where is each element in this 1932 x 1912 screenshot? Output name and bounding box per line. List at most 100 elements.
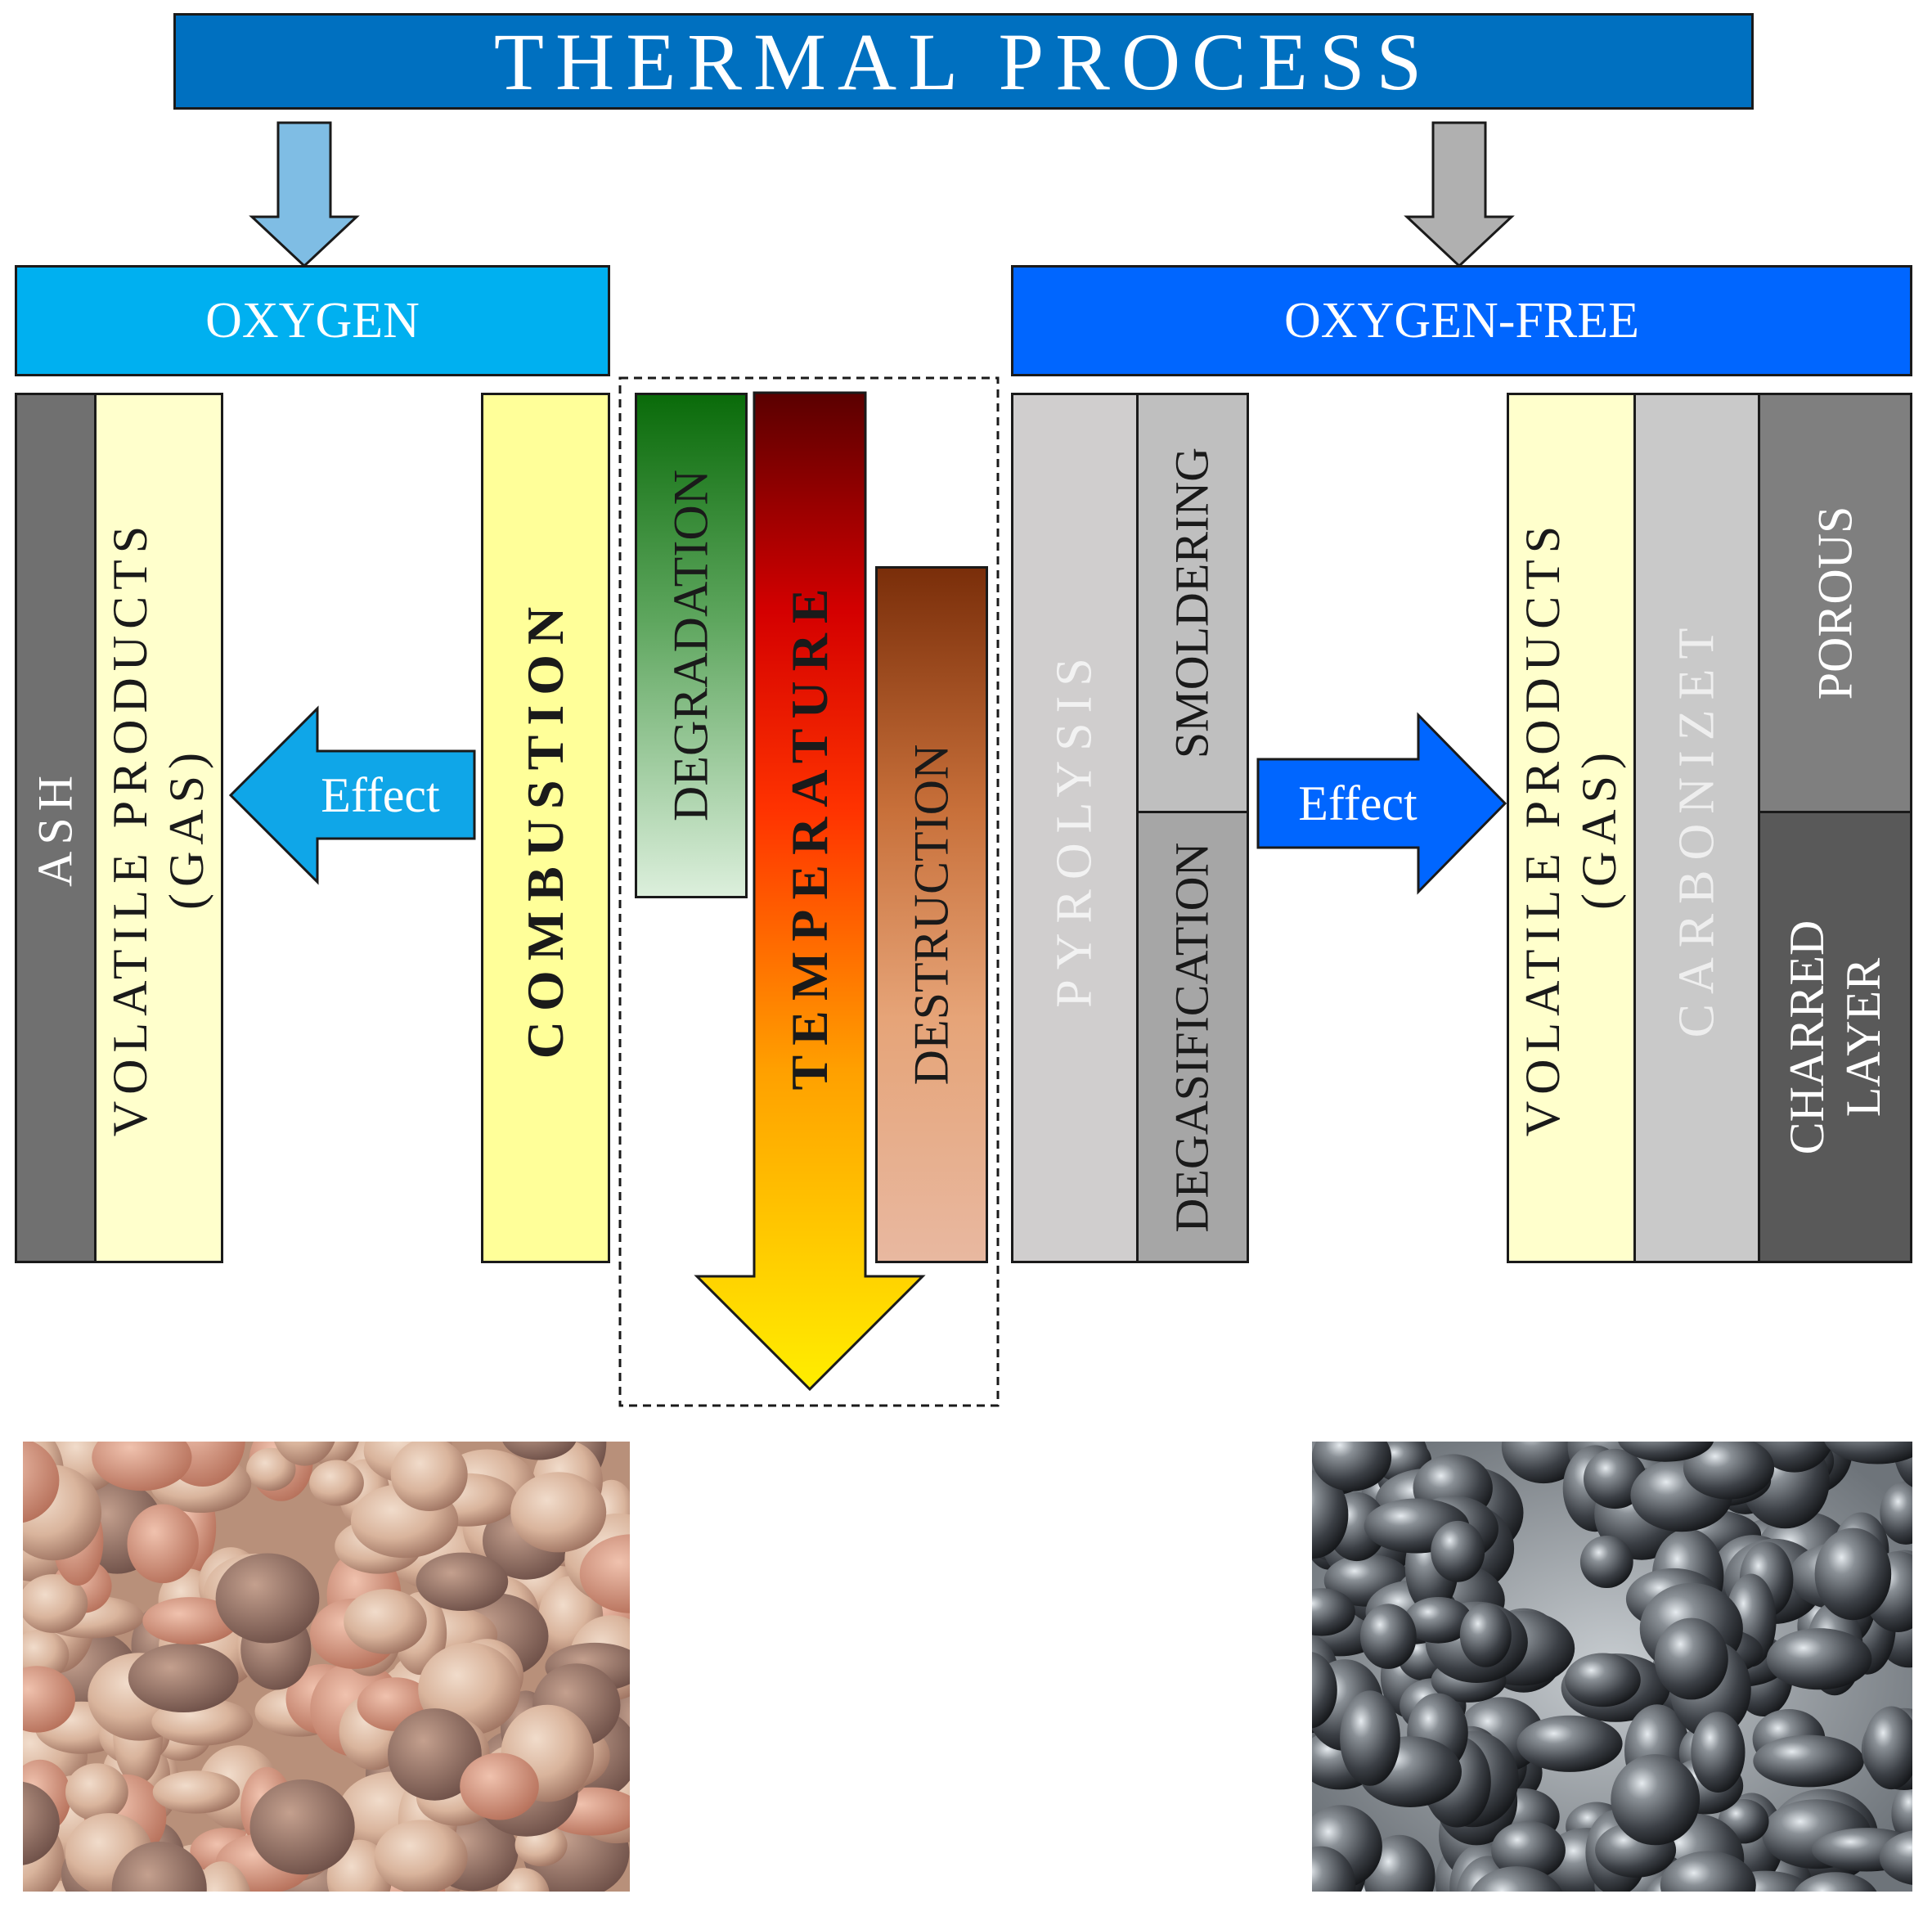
char-grain xyxy=(1491,1820,1566,1880)
pyrolysis-bar: PYROLYSIS xyxy=(1011,393,1139,1263)
char-grain xyxy=(1755,1442,1834,1473)
char-grain xyxy=(1431,1520,1485,1582)
sand-grain xyxy=(215,1553,320,1644)
char-grain xyxy=(1312,1652,1337,1729)
carbonizet-bar: CARBONIZET xyxy=(1633,393,1760,1263)
pyrolysis-label: PYROLYSIS xyxy=(1046,648,1103,1008)
sand-grain xyxy=(309,1460,364,1506)
right-effect-label: Effect xyxy=(1298,776,1418,830)
sand-grain xyxy=(510,1472,607,1553)
smoldering-bar: SMOLDERING xyxy=(1136,393,1249,813)
char-grain xyxy=(1312,1442,1392,1491)
left-volatile-line2: (GAS) xyxy=(160,746,213,910)
char-grain xyxy=(1618,1442,1714,1462)
sand-grain xyxy=(390,1442,468,1511)
char-grain xyxy=(1565,1653,1641,1707)
sand-grain xyxy=(142,1597,239,1645)
header-banner: THERMAL PROCESS xyxy=(173,13,1754,110)
sand-grain xyxy=(23,1442,60,1523)
char-grain xyxy=(1654,1617,1728,1700)
sand-grain xyxy=(502,1442,577,1460)
char-grain xyxy=(1459,1603,1512,1667)
porous-label: POROUS xyxy=(1808,506,1862,700)
center-dashed-frame xyxy=(618,376,1000,1407)
char-grain xyxy=(1470,1866,1563,1892)
left-volatile-products-label: VOLATILE PRODUCTS (GAS) xyxy=(102,520,215,1136)
sand-grain xyxy=(23,1781,60,1865)
char-grain xyxy=(1611,1754,1701,1846)
char-grain xyxy=(1824,1442,1912,1464)
char-grain xyxy=(1753,1734,1864,1788)
charred-line2: LAYER xyxy=(1835,957,1890,1117)
sand-grain xyxy=(388,1708,482,1801)
sand-grains-photo xyxy=(23,1442,630,1892)
sand-grain xyxy=(249,1779,355,1875)
char-grain xyxy=(1814,1527,1892,1621)
ash-bar: ASH xyxy=(15,393,97,1263)
sand-grain xyxy=(23,1666,75,1733)
sand-grain xyxy=(193,1861,251,1892)
char-grain xyxy=(1891,1781,1912,1846)
charred-grains-photo xyxy=(1312,1442,1912,1892)
char-grain xyxy=(1794,1872,1877,1892)
sand-grain xyxy=(152,1770,240,1814)
smoldering-label: SMOLDERING xyxy=(1165,447,1219,759)
oxygen-free-box: OXYGEN-FREE xyxy=(1011,265,1912,376)
char-grain xyxy=(1501,1442,1586,1484)
char-grain xyxy=(1683,1442,1775,1500)
header-title: THERMAL PROCESS xyxy=(493,16,1434,107)
down-arrow-oxygen xyxy=(249,121,360,268)
down-arrow-oxygen-free xyxy=(1404,121,1515,268)
degasification-bar: DEGASIFICATION xyxy=(1136,811,1249,1263)
left-effect-arrow xyxy=(228,705,476,885)
sand-grain xyxy=(374,1820,468,1892)
right-volatile-products-label: VOLATILE PRODUCTS (GAS) xyxy=(1515,520,1628,1136)
char-grain xyxy=(1312,1470,1349,1559)
combustion-label: COMBUSTION xyxy=(516,596,575,1059)
charred-layer-label: CHARRED LAYER xyxy=(1779,920,1892,1154)
right-volatile-line1: VOLATILE PRODUCTS xyxy=(1516,519,1570,1137)
destruction-bar: DESTRUCTION xyxy=(875,566,988,1263)
temperature-label: TEMPERATURE xyxy=(780,578,839,1091)
charred-grains-image xyxy=(1312,1442,1912,1892)
left-volatile-line1: VOLATILE PRODUCTS xyxy=(103,519,157,1137)
right-effect-arrow xyxy=(1256,712,1507,895)
char-grain xyxy=(1312,1588,1355,1636)
char-grain xyxy=(1660,1851,1756,1892)
sand-grain xyxy=(65,1763,128,1821)
oxygen-label: OXYGEN xyxy=(205,292,420,349)
sand-grain xyxy=(246,1447,296,1491)
sand-grain xyxy=(460,1752,539,1820)
left-volatile-products-bar: VOLATILE PRODUCTS (GAS) xyxy=(94,393,223,1263)
char-grain xyxy=(1766,1628,1872,1690)
temperature-arrow xyxy=(694,391,926,1392)
sand-grain xyxy=(92,1442,192,1491)
degradation-label: DEGRADATION xyxy=(663,470,718,821)
char-grain xyxy=(1404,1597,1473,1644)
char-grain xyxy=(1516,1715,1623,1772)
char-grain xyxy=(1312,1846,1356,1892)
sand-grain xyxy=(127,1504,199,1584)
char-grain xyxy=(1880,1481,1912,1545)
ash-label: ASH xyxy=(28,768,83,888)
temperature-label-box: TEMPERATURE xyxy=(754,393,865,1276)
char-grain xyxy=(1863,1706,1912,1790)
oxygen-free-label: OXYGEN-FREE xyxy=(1284,292,1639,349)
left-effect-label-box: Effect xyxy=(299,763,462,828)
degradation-bar: DEGRADATION xyxy=(635,393,748,898)
charred-layer-bar: CHARRED LAYER xyxy=(1758,811,1912,1263)
sand-grain xyxy=(274,1442,335,1466)
char-grain xyxy=(1879,1830,1912,1885)
sand-grain xyxy=(416,1552,509,1611)
combustion-bar: COMBUSTION xyxy=(481,393,610,1263)
carbonizet-label: CARBONIZET xyxy=(1668,618,1724,1038)
destruction-label: DESTRUCTION xyxy=(904,744,959,1086)
char-grain xyxy=(1691,1712,1746,1793)
right-volatile-products-bar: VOLATILE PRODUCTS (GAS) xyxy=(1507,393,1636,1263)
char-grain xyxy=(1579,1536,1633,1588)
char-grain xyxy=(1359,1604,1417,1669)
sand-grain xyxy=(344,1589,427,1654)
right-effect-label-box: Effect xyxy=(1276,771,1440,836)
sand-grain xyxy=(128,1643,239,1712)
